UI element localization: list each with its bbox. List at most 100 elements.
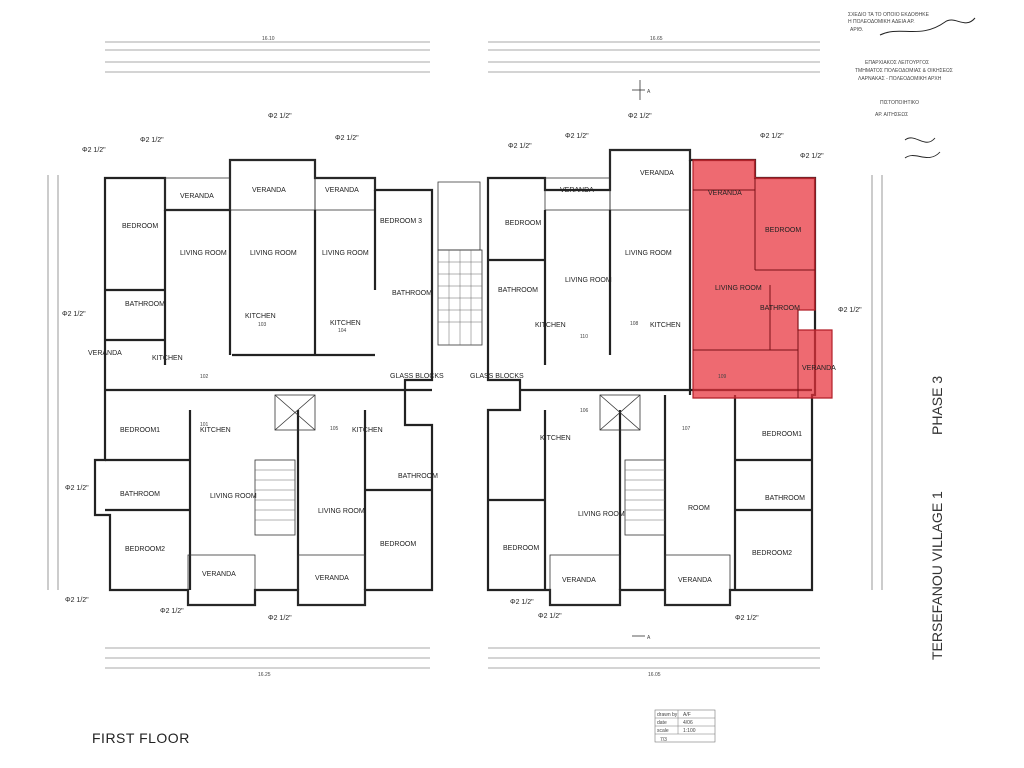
overall-dim-top-right: 16.65 bbox=[650, 36, 663, 42]
stamp-signature bbox=[904, 137, 941, 159]
stamp-signature bbox=[879, 17, 976, 36]
room-labels-left: BEDROOM VERANDA VERANDA VERANDA LIVING R… bbox=[88, 187, 444, 582]
pipe-label: Φ2 1/2" bbox=[160, 608, 184, 615]
section-marker-bottom: A bbox=[647, 635, 651, 641]
pipe-label: Φ2 1/2" bbox=[800, 153, 824, 160]
label-room: ROOM bbox=[688, 505, 710, 512]
label-bedroom2: BEDROOM2 bbox=[752, 550, 792, 557]
label-living-room: LIVING ROOM bbox=[180, 250, 227, 257]
pipe-label: Φ2 1/2" bbox=[268, 615, 292, 622]
apartment-number: 105 bbox=[330, 426, 339, 432]
stamp-line: ΣΧΕΔΙΟ ΤΑ ΤΟ ΟΠΟΙΟ ΕΚΔΟΘΗΚΕ bbox=[848, 12, 930, 18]
pipe-label: Φ2 1/2" bbox=[65, 597, 89, 604]
sheet-number: 7/3 bbox=[660, 737, 667, 743]
pipe-label: Φ2 1/2" bbox=[838, 307, 862, 314]
label-bathroom: BATHROOM bbox=[398, 473, 438, 480]
pipe-label: Φ2 1/2" bbox=[140, 137, 164, 144]
label-veranda: VERANDA bbox=[708, 190, 742, 197]
label-bathroom: BATHROOM bbox=[120, 491, 160, 498]
apartment-number: 106 bbox=[580, 408, 589, 414]
pipe-label: Φ2 1/2" bbox=[628, 113, 652, 120]
pipe-label: Φ2 1/2" bbox=[510, 599, 534, 606]
label-living-room: LIVING ROOM bbox=[578, 511, 625, 518]
apartment-number: 104 bbox=[338, 328, 347, 334]
apartment-number: 110 bbox=[580, 334, 588, 340]
top-dimension-chains: 16.10 16.65 bbox=[105, 36, 820, 73]
pipe-label: Φ2 1/2" bbox=[82, 147, 106, 154]
stamp-line: ΑΡΙΘ. bbox=[850, 27, 863, 33]
label-kitchen: KITCHEN bbox=[352, 427, 383, 434]
label-veranda: VERANDA bbox=[678, 577, 712, 584]
label-veranda: VERANDA bbox=[180, 193, 214, 200]
section-marker-top: A bbox=[647, 89, 651, 95]
scale-label: scale bbox=[657, 728, 669, 734]
label-bedroom: BEDROOM bbox=[122, 223, 158, 230]
pipe-markers: Φ2 1/2" Φ2 1/2" Φ2 1/2" Φ2 1/2" Φ2 1/2" … bbox=[62, 113, 862, 622]
scale-value: 1:100 bbox=[683, 728, 696, 734]
label-living-room: LIVING ROOM bbox=[565, 277, 612, 284]
stamp-dept: ΕΠΑΡΧΙΑΚΟΣ ΛΕΙΤΟΥΡΓΟΣ bbox=[865, 60, 929, 66]
apartment-number: 108 bbox=[630, 321, 639, 327]
overall-dim-top-left: 16.10 bbox=[262, 36, 275, 42]
label-living-room: LIVING ROOM bbox=[210, 493, 257, 500]
drawing-title: FIRST FLOOR bbox=[92, 730, 190, 746]
label-kitchen: KITCHEN bbox=[152, 355, 183, 362]
label-living-room: LIVING ROOM bbox=[715, 285, 762, 292]
label-veranda: VERANDA bbox=[252, 187, 286, 194]
label-living-room: LIVING ROOM bbox=[318, 508, 365, 515]
bottom-dimension-chains: 16.25 16.05 bbox=[105, 647, 820, 678]
label-kitchen: KITCHEN bbox=[200, 427, 231, 434]
label-kitchen: KITCHEN bbox=[650, 322, 681, 329]
room-labels-right: BEDROOM VERANDA VERANDA VERANDA LIVING R… bbox=[470, 170, 836, 584]
label-bedroom1: BEDROOM1 bbox=[762, 431, 802, 438]
apartment-number: 101 bbox=[200, 422, 209, 428]
label-glass-blocks: GLASS BLOCKS bbox=[390, 373, 444, 380]
label-bathroom: BATHROOM bbox=[498, 287, 538, 294]
revision-block: drawn by A/F date 4/06 scale 1:100 7/3 bbox=[654, 709, 716, 743]
date-value: 4/06 bbox=[683, 720, 693, 726]
pipe-label: Φ2 1/2" bbox=[268, 113, 292, 120]
label-bedroom2: BEDROOM2 bbox=[125, 546, 165, 553]
pipe-label: Φ2 1/2" bbox=[508, 143, 532, 150]
stamp-dept: ΛΑΡΝΑΚΑΣ - ΠΟΛΕΟΔΟΜΙΚΗ ΑΡΧΗ bbox=[858, 76, 942, 82]
label-veranda: VERANDA bbox=[325, 187, 359, 194]
stamp-ref: ΠΙΣΤΟΠΟΙΗΤΙΚΟ bbox=[880, 100, 919, 106]
apartment-numbers: 103 104 101 105 110 108 106 107 109 102 bbox=[200, 321, 727, 432]
label-veranda: VERANDA bbox=[315, 575, 349, 582]
label-bedroom: BEDROOM bbox=[380, 541, 416, 548]
overall-dim-bottom-left: 16.25 bbox=[258, 672, 271, 678]
label-kitchen: KITCHEN bbox=[535, 322, 566, 329]
project-title-vertical: TERSEFANOU VILLAGE 1 PHASE 3 bbox=[929, 376, 945, 660]
pipe-label: Φ2 1/2" bbox=[335, 135, 359, 142]
label-living-room: LIVING ROOM bbox=[322, 250, 369, 257]
pipe-label: Φ2 1/2" bbox=[735, 615, 759, 622]
pipe-label: Φ2 1/2" bbox=[62, 311, 86, 318]
overall-dim-bottom-right: 16.05 bbox=[648, 672, 661, 678]
label-bathroom: BATHROOM bbox=[125, 301, 165, 308]
central-core bbox=[437, 181, 483, 346]
label-bathroom: BATHROOM bbox=[765, 495, 805, 502]
label-bathroom: BATHROOM bbox=[760, 305, 800, 312]
project-phase: PHASE 3 bbox=[929, 376, 945, 435]
apartment-number: 103 bbox=[258, 322, 267, 328]
apartment-number: 107 bbox=[682, 426, 691, 432]
label-living-room: LIVING ROOM bbox=[250, 250, 297, 257]
label-glass-blocks: GLASS BLOCKS bbox=[470, 373, 524, 380]
section-markers: A A bbox=[632, 80, 651, 641]
label-veranda: VERANDA bbox=[560, 187, 594, 194]
stamp-ref: ΑΡ. ΑΙΤΗΣΕΩΣ bbox=[875, 112, 908, 118]
label-living-room: LIVING ROOM bbox=[625, 250, 672, 257]
label-bathroom: BATHROOM bbox=[392, 290, 432, 297]
highlighted-apartment-inner-walls bbox=[693, 178, 815, 398]
label-bedroom1: BEDROOM1 bbox=[120, 427, 160, 434]
pipe-label: Φ2 1/2" bbox=[538, 613, 562, 620]
date-label: date bbox=[657, 720, 667, 726]
label-veranda: VERANDA bbox=[202, 571, 236, 578]
label-bedroom: BEDROOM bbox=[765, 227, 801, 234]
label-veranda: VERANDA bbox=[88, 350, 122, 357]
label-veranda: VERANDA bbox=[562, 577, 596, 584]
apartment-number: 102 bbox=[200, 374, 209, 380]
pipe-label: Φ2 1/2" bbox=[760, 133, 784, 140]
label-bedroom: BEDROOM bbox=[505, 220, 541, 227]
